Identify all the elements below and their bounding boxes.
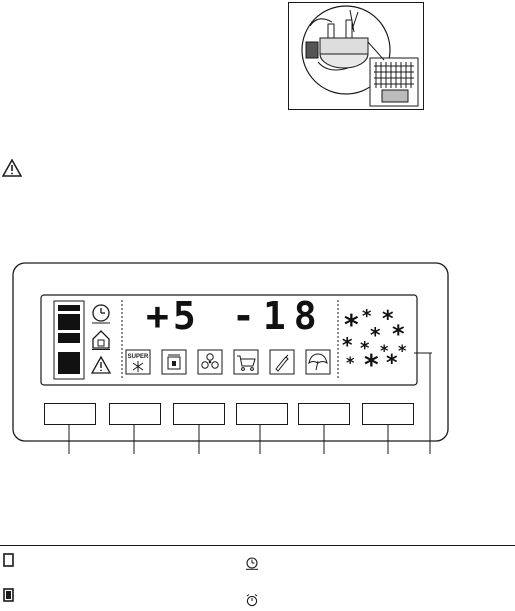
compressor-illustration xyxy=(288,2,424,110)
callout-lines xyxy=(0,350,515,460)
alarm-clock-icon xyxy=(245,593,259,607)
timer-icon xyxy=(245,556,259,570)
empty-bar-icon xyxy=(3,553,15,567)
fridge-temperature: +5 xyxy=(146,296,216,336)
home-icon xyxy=(90,328,112,350)
freezer-temperature: -18 xyxy=(232,296,322,336)
clock-icon xyxy=(90,302,112,324)
section-divider xyxy=(0,545,515,546)
filled-bar-icon xyxy=(3,588,15,602)
warning-icon xyxy=(2,158,22,178)
